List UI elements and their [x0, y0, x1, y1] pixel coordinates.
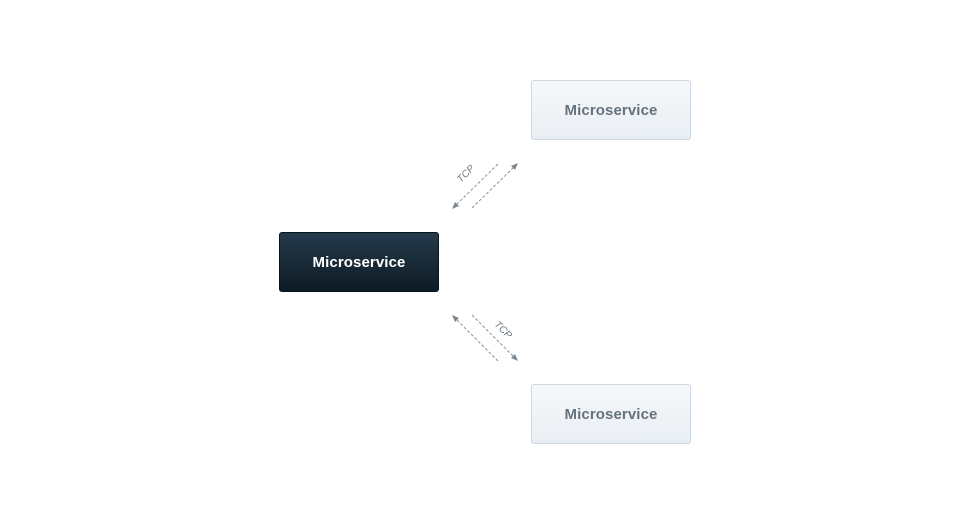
connection-top-arrowhead-inbound [452, 202, 459, 209]
connection-bottom-line-inbound [455, 318, 499, 362]
connection-top-label: TCP [455, 163, 477, 185]
top-microservice-label: Microservice [564, 101, 658, 119]
connection-top: TCP [452, 163, 518, 209]
main-microservice-label: Microservice [312, 253, 406, 271]
bottom-microservice-label: Microservice [564, 405, 658, 423]
connection-top-line-outbound [471, 166, 515, 209]
connection-bottom-arrowhead-inbound [452, 315, 459, 322]
main-microservice-node: Microservice [279, 232, 439, 292]
bottom-microservice-node: Microservice [531, 384, 691, 444]
connection-bottom: TCP [452, 314, 518, 362]
top-microservice-node: Microservice [531, 80, 691, 140]
connection-top-arrowhead-outbound [511, 163, 518, 170]
connection-bottom-arrowhead-outbound [511, 354, 518, 361]
